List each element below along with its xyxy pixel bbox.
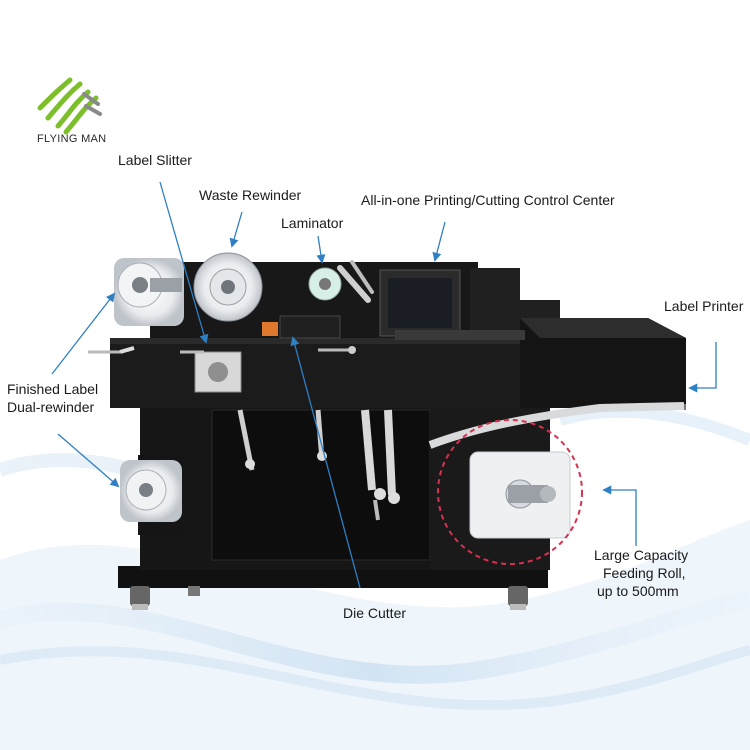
- caster-wheels: [130, 586, 528, 610]
- label-slitter-callout: Label Slitter: [118, 152, 192, 168]
- control-center-callout: All-in-one Printing/Cutting Control Cent…: [361, 192, 615, 208]
- arrow-control-center: [432, 221, 446, 262]
- feeding-roll-callout-line3: up to 500mm: [597, 583, 679, 599]
- finished-label-callout-line1: Finished Label: [7, 381, 99, 397]
- flying-man-logo-icon: [37, 77, 102, 135]
- slitter-unit: [194, 351, 242, 393]
- callout-arrows: [51, 181, 717, 589]
- arrow-label-slitter: [159, 181, 209, 344]
- arrow-finished-upper: [51, 292, 116, 375]
- arrow-waste-rewinder: [229, 211, 243, 248]
- arrow-die-cutter: [290, 336, 361, 589]
- arrow-finished-lower: [57, 433, 120, 488]
- feeding-roll-callout-line1: Large Capacity: [594, 547, 689, 563]
- large-feeding-roll: [469, 451, 571, 539]
- arrow-label-printer: [688, 342, 717, 393]
- finished-label-callout-line2: Dual-rewinder: [7, 399, 95, 415]
- laminator-roll: [308, 260, 374, 303]
- base-platform: [118, 566, 548, 588]
- finished-label-upper-roll: [114, 258, 184, 326]
- feeding-roll-callout-line2: Feeding Roll,: [603, 565, 686, 581]
- laminator-callout: Laminator: [281, 215, 344, 231]
- waste-rewinder-roll: [193, 252, 263, 322]
- die-cutter-callout: Die Cutter: [343, 605, 407, 621]
- feeding-roll-highlight-circle: [437, 419, 583, 565]
- label-machine: [88, 252, 686, 610]
- arrow-feeding-roll: [602, 485, 637, 546]
- finished-label-lower-roll: [120, 460, 182, 522]
- brand-name: FLYING MAN: [37, 133, 107, 145]
- waste-rewinder-callout: Waste Rewinder: [199, 187, 302, 203]
- die-cutter-indicator: [262, 322, 278, 336]
- arrow-laminator: [316, 235, 326, 264]
- label-printer-callout: Label Printer: [664, 298, 744, 314]
